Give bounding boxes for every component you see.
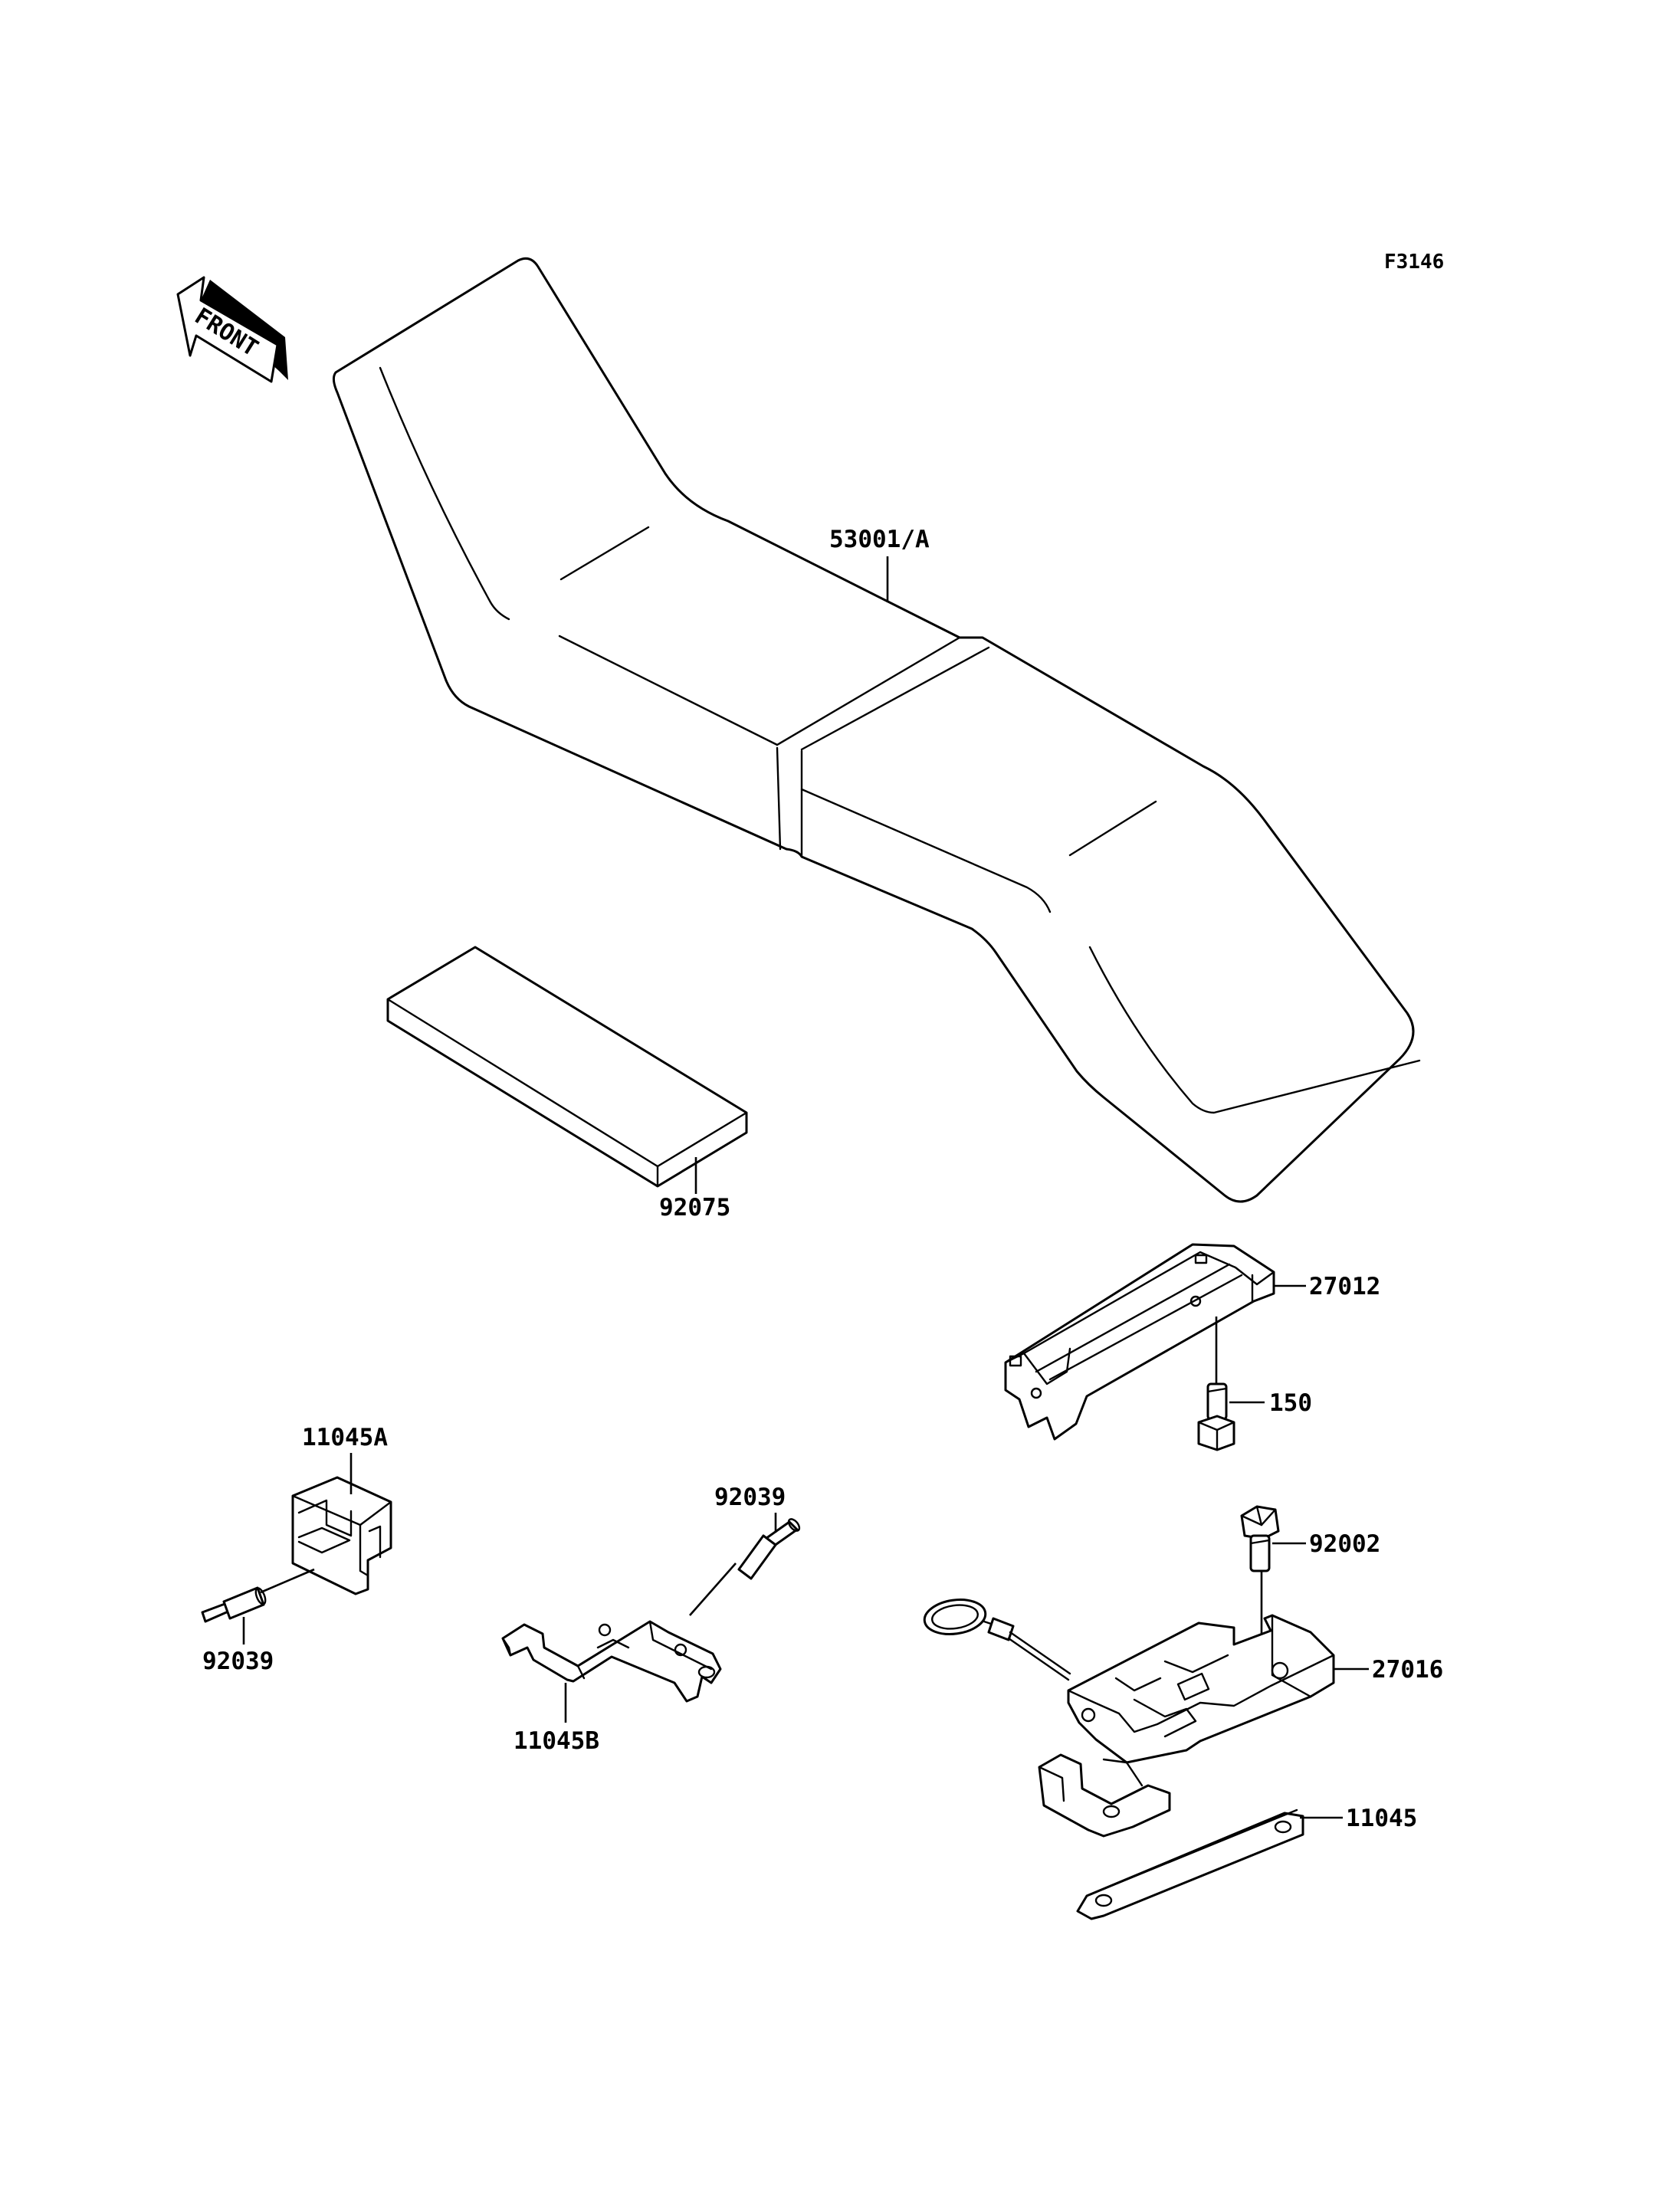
- front-direction-arrow-icon: FRONT: [176, 276, 288, 383]
- figure-code: F3146: [1384, 251, 1444, 274]
- label-11045B: 11045B: [514, 1727, 599, 1755]
- bracket-upper: [1004, 1243, 1275, 1441]
- plate: [1076, 1808, 1304, 1920]
- label-11045: 11045: [1346, 1805, 1417, 1832]
- pin-left: [201, 1568, 315, 1623]
- label-150: 150: [1269, 1389, 1312, 1417]
- label-92002: 92002: [1309, 1530, 1380, 1558]
- label-27012: 27012: [1309, 1273, 1380, 1300]
- label-27016: 27016: [1372, 1656, 1443, 1684]
- label-92039-middle: 92039: [714, 1484, 786, 1511]
- label-11045A: 11045A: [302, 1424, 388, 1451]
- lock-bracket: [923, 1599, 1335, 1838]
- seat: [332, 257, 1421, 1203]
- label-92075: 92075: [659, 1194, 730, 1221]
- bolt-upper: [1197, 1317, 1235, 1451]
- block-a: [291, 1476, 392, 1595]
- label-53001-A: 53001/A: [829, 526, 930, 553]
- bracket-b: [501, 1620, 722, 1703]
- bolt-lower: [1240, 1505, 1280, 1648]
- label-92039-left: 92039: [202, 1648, 274, 1675]
- pad: [386, 946, 748, 1188]
- pin-middle: [689, 1518, 801, 1616]
